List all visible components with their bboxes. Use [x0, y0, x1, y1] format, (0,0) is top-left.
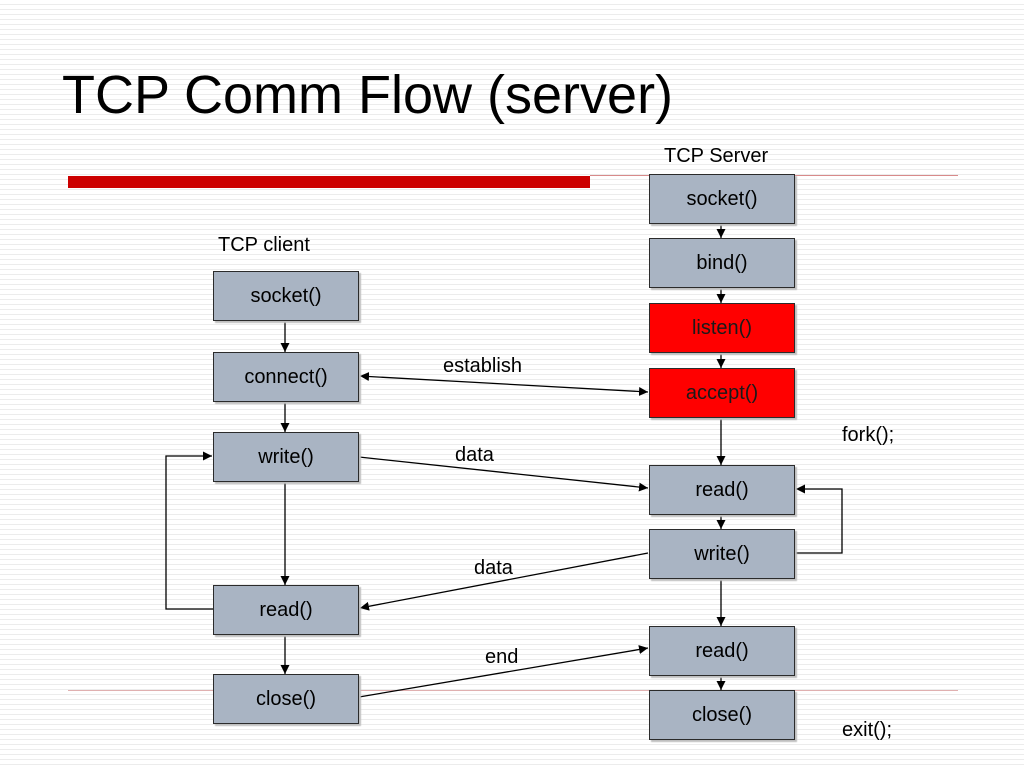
edge-label-data-to-client: data: [474, 557, 513, 579]
server-heading: TCP Server: [664, 145, 769, 167]
client-heading: TCP client: [218, 234, 310, 256]
edge-data-to-client: [359, 552, 649, 611]
client-connect-box: connect(): [213, 352, 359, 402]
client-read-box: read(): [213, 585, 359, 635]
exit-note: exit();: [842, 719, 892, 741]
server-socket-box: socket(): [649, 174, 795, 224]
edge-establish: [359, 372, 649, 396]
client-write-box: write(): [213, 432, 359, 482]
client-socket-box: socket(): [213, 271, 359, 321]
divider-bottom: [68, 690, 958, 691]
edge-client-loop: [165, 451, 213, 610]
server-listen-box: listen(): [649, 303, 795, 353]
server-write-box: write(): [649, 529, 795, 579]
title-accent-bar: [68, 176, 590, 188]
server-read-box: read(): [649, 465, 795, 515]
edge-label-data-to-server: data: [455, 444, 494, 466]
fork-note: fork();: [842, 424, 895, 446]
client-close-box: close(): [213, 674, 359, 724]
server-accept-box: accept(): [649, 368, 795, 418]
slide-title: TCP Comm Flow (server): [62, 65, 674, 125]
edge-data-to-server: [358, 456, 649, 492]
edge-server-loop: [795, 484, 843, 554]
server-close-box: close(): [649, 690, 795, 740]
edge-end: [358, 645, 649, 698]
edge-label-establish: establish: [443, 355, 522, 377]
edge-label-end: end: [485, 646, 519, 668]
server-bind-box: bind(): [649, 238, 795, 288]
server-read2-box: read(): [649, 626, 795, 676]
